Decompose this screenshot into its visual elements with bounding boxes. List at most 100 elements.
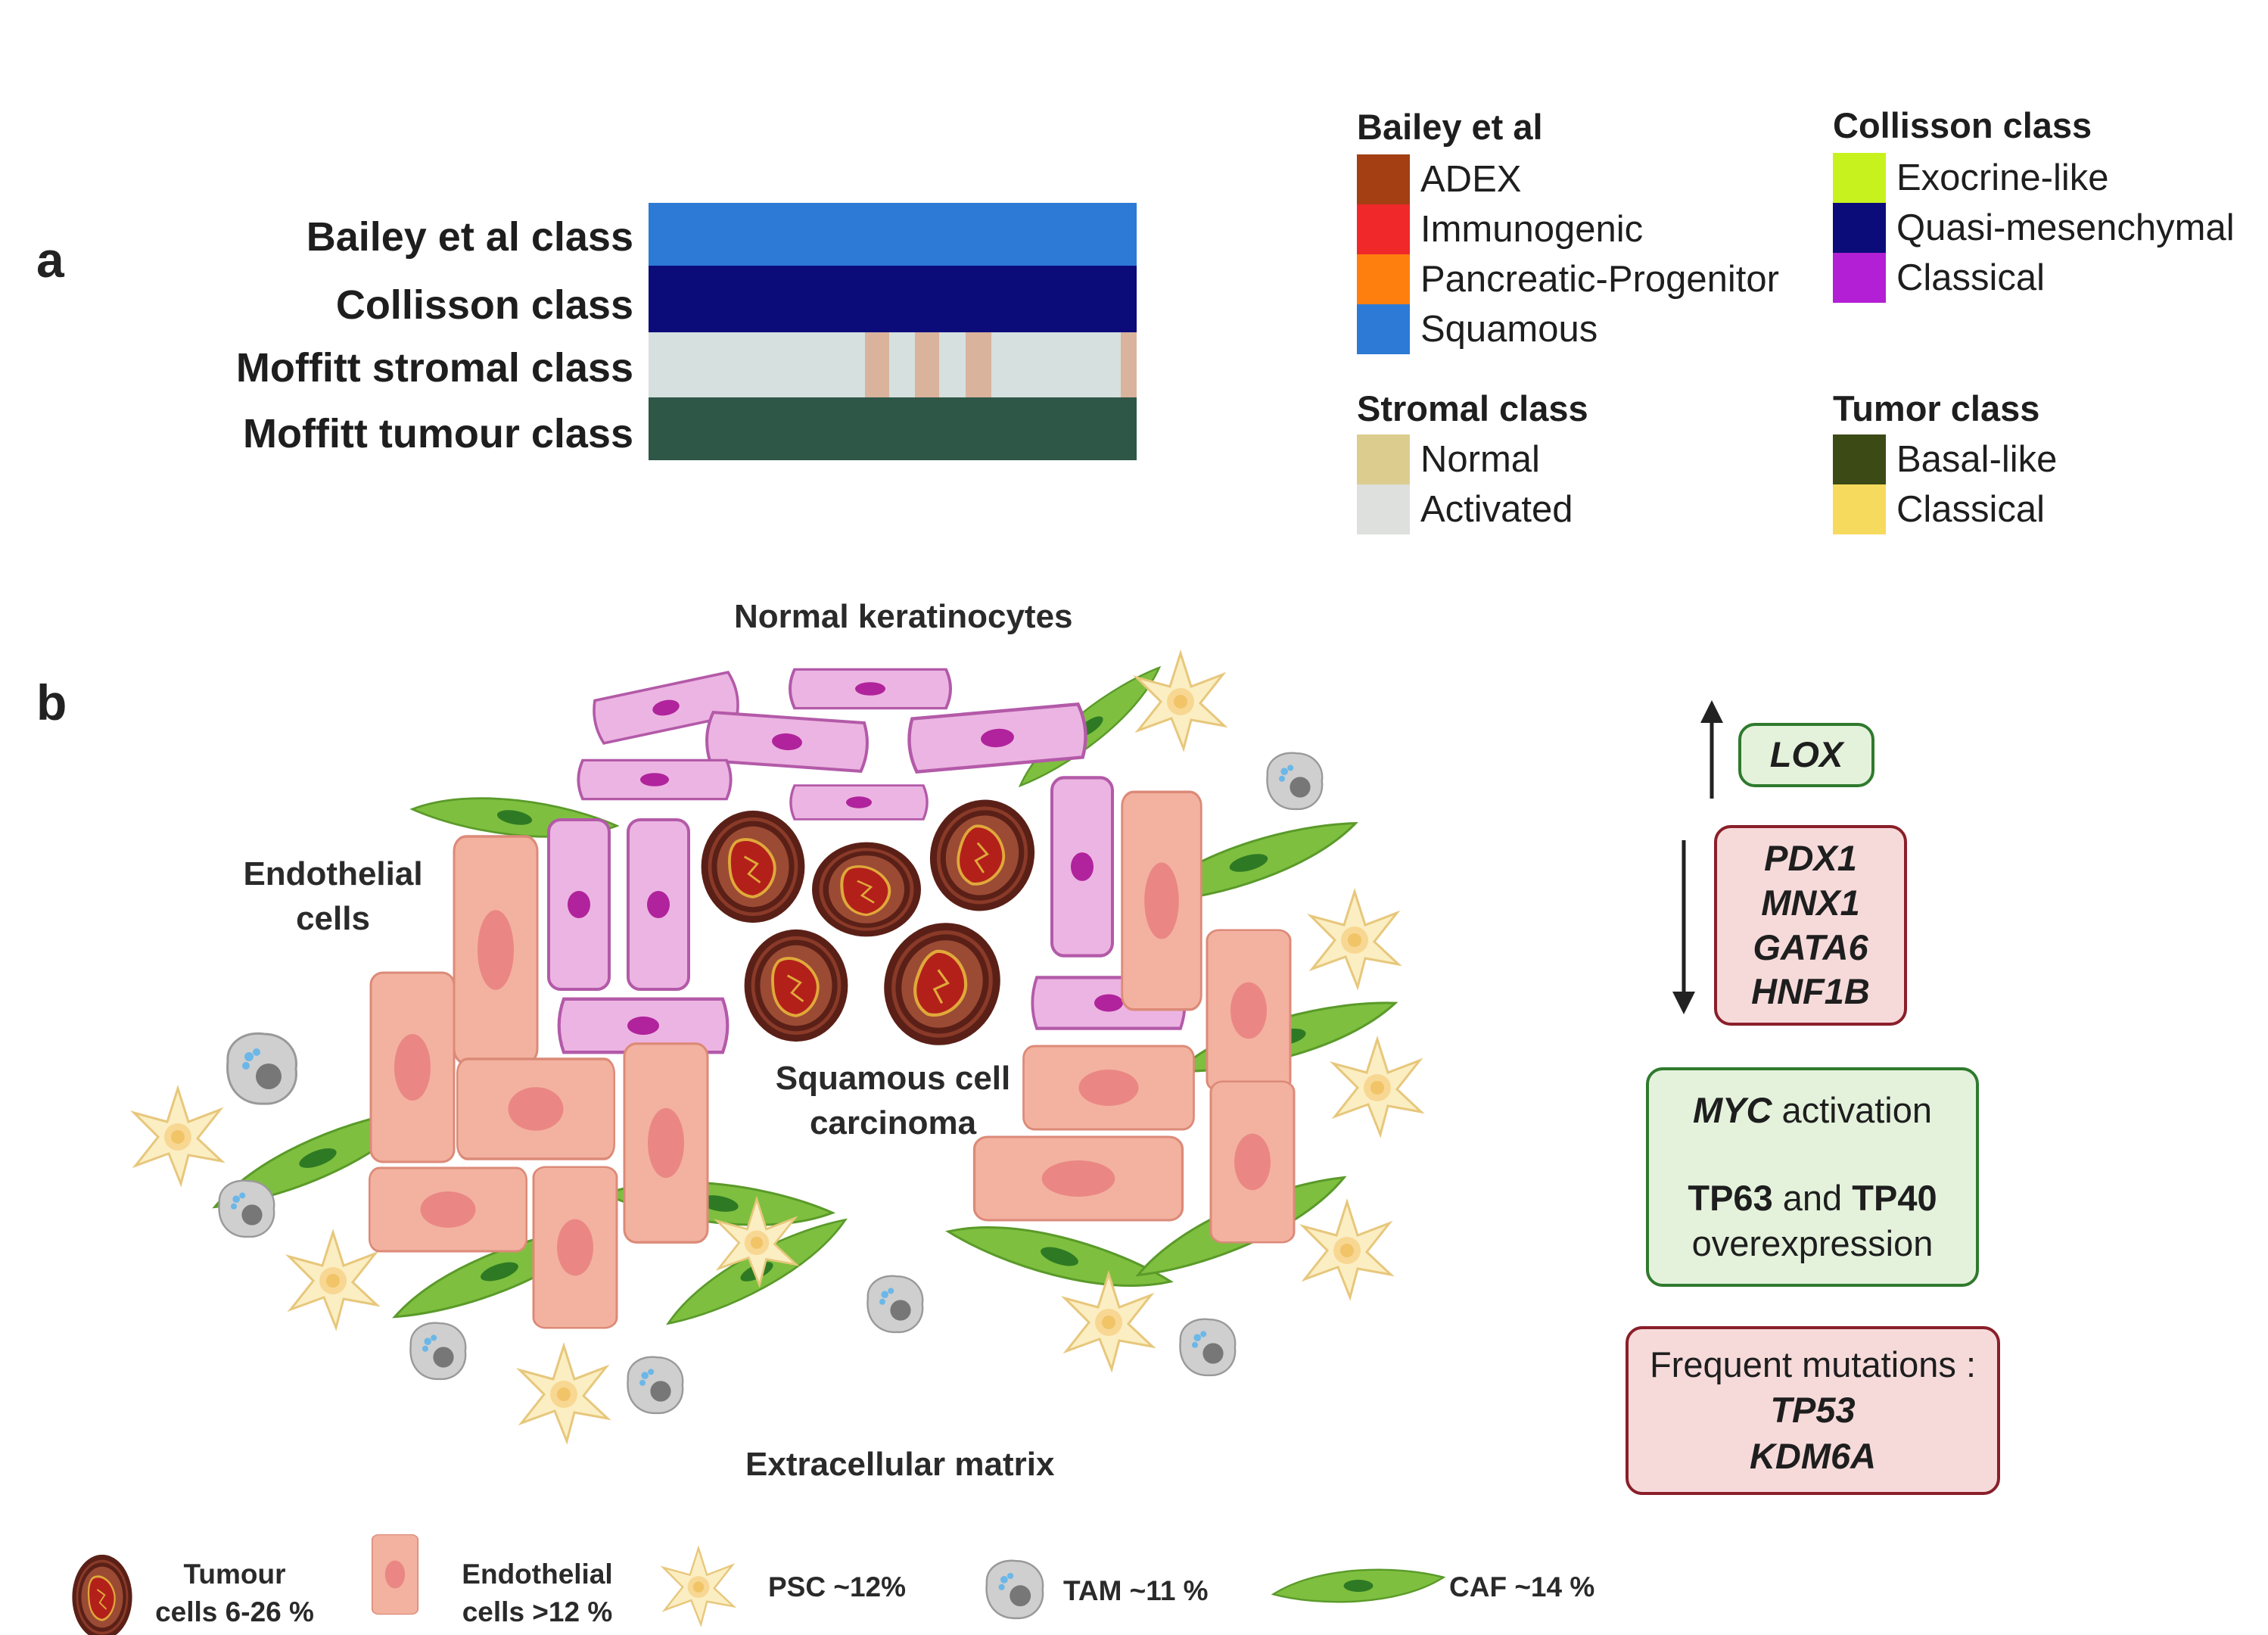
tumour-cell — [812, 842, 921, 937]
track-label-bailey: Bailey et al class — [306, 214, 633, 260]
frequent-mutations-box: Frequent mutations : TP53 KDM6A — [1626, 1326, 2000, 1495]
track-label-moffitt-tumour: Moffitt tumour class — [242, 411, 633, 456]
stromal-normal-stripe — [915, 332, 939, 397]
endothelial-cell — [972, 1135, 1184, 1222]
keratinocyte — [704, 710, 870, 774]
legend-swatch — [1833, 434, 1886, 484]
legend-item: Classical — [1833, 484, 2045, 534]
endothelial-cell-legend-icon — [371, 1534, 419, 1615]
legend-swatch — [1357, 254, 1410, 304]
tumour-cell — [702, 811, 805, 923]
legend-swatch — [1357, 304, 1410, 354]
legend-label: Pancreatic-Progenitor — [1420, 259, 1779, 300]
legend-label: Squamous — [1420, 309, 1598, 350]
label-scc-line1: Squamous cell — [775, 1060, 1011, 1097]
label-endothelial-line2: cells — [296, 900, 370, 938]
legend-label: Exocrine-like — [1896, 157, 2109, 198]
legend-swatch — [1357, 434, 1410, 484]
legend-title-tumor: Tumor class — [1833, 388, 2040, 428]
legend-psc: PSC ~12% — [768, 1571, 907, 1602]
track-label-moffitt-stromal: Moffitt stromal class — [235, 345, 633, 391]
and-word: and — [1782, 1177, 1843, 1218]
legend-endo-line1: Endothelial — [462, 1559, 613, 1590]
endothelial-cell — [456, 1057, 616, 1160]
legend-item: Pancreatic-Progenitor — [1357, 254, 1779, 304]
mutations-title: Frequent mutations : — [1649, 1344, 1977, 1385]
legend-item: Classical — [1833, 253, 2045, 303]
tam-cell — [1179, 1318, 1237, 1377]
keratinocyte — [1052, 777, 1112, 955]
legend-item: Immunogenic — [1357, 204, 1643, 254]
track-label-collisson: Collisson class — [335, 282, 633, 328]
down-arrow — [1672, 840, 1695, 1014]
label-endothelial-cells: Endothelial cells — [238, 852, 428, 942]
tumour-cell-legend-icon — [70, 1553, 134, 1635]
stromal-normal-stripe — [1121, 332, 1137, 397]
legend-swatch — [1833, 484, 1886, 534]
tam-cell — [627, 1356, 684, 1415]
tumour-cell — [745, 930, 848, 1042]
legend-swatch — [1833, 203, 1886, 253]
panel-a-letter: a — [36, 232, 64, 288]
label-squamous-cell-carcinoma: Squamous cell carcinoma — [764, 1056, 1022, 1146]
keratinocyte — [547, 818, 611, 991]
classification-heatmap — [649, 203, 1137, 460]
legend-tumour-line1: Tumour — [183, 1559, 286, 1590]
label-endothelial-line1: Endothelial — [243, 855, 423, 892]
activation-word: activation — [1781, 1089, 1933, 1130]
legend-tam: TAM ~11 % — [1063, 1575, 1209, 1606]
legend-swatch — [1357, 204, 1410, 254]
legend-endo-line2: cells >12 % — [462, 1596, 613, 1627]
psc-cell — [288, 1231, 378, 1329]
panel-b-letter: b — [36, 674, 67, 730]
tam-cell — [226, 1032, 298, 1105]
legend-item: Activated — [1357, 484, 1573, 534]
legend-tumour-cells: Tumour cells 6-26 % — [151, 1556, 318, 1631]
track-bar-collisson — [649, 266, 1137, 332]
stromal-normal-stripe — [966, 332, 991, 397]
legend-label: Normal — [1420, 439, 1540, 480]
legend-item: Quasi-mesenchymal — [1833, 203, 2235, 253]
psc-cell — [1063, 1272, 1154, 1371]
legend-caf: CAF ~14 % — [1449, 1571, 1595, 1602]
endothelial-cell — [368, 1166, 528, 1253]
psc-legend-icon — [662, 1547, 735, 1626]
endothelial-cell — [1121, 790, 1202, 1011]
endothelial-cell — [532, 1166, 618, 1329]
psc-cell — [518, 1344, 609, 1443]
gene-kdm6a: KDM6A — [1749, 1435, 1877, 1476]
psc-cell — [1332, 1038, 1423, 1136]
keratinocyte — [789, 783, 929, 821]
endothelial-cell — [1022, 1045, 1195, 1131]
legend-swatch — [1357, 154, 1410, 204]
stromal-normal-stripe — [865, 332, 889, 397]
downregulated-genes-box: PDX1 MNX1 GATA6 HNF1B — [1714, 825, 1907, 1026]
tp63-tp40-line: TP63 and TP40 — [1688, 1176, 1937, 1221]
up-arrow — [1700, 700, 1723, 799]
gene-gata6: GATA6 — [1753, 926, 1868, 967]
gene-tp40: TP40 — [1852, 1177, 1937, 1218]
legend-label: Activated — [1420, 489, 1573, 530]
endothelial-cell — [1206, 929, 1292, 1092]
gene-mnx1: MNX1 — [1761, 882, 1860, 923]
psc-cell — [1135, 652, 1226, 750]
legend-title-bailey: Bailey et al — [1357, 107, 1543, 147]
tam-cell — [218, 1179, 275, 1238]
label-scc-line2: carcinoma — [809, 1104, 977, 1142]
myc-activation-box: MYC activation TP63 and TP40 overexpress… — [1646, 1067, 1979, 1287]
gene-myc: MYC — [1692, 1089, 1772, 1130]
tam-cell — [866, 1275, 924, 1334]
overexpression-word: overexpression — [1691, 1223, 1934, 1264]
legend-item: Basal-like — [1833, 434, 2057, 484]
legend-endothelial-cells: Endothelial cells >12 % — [454, 1556, 621, 1631]
tam-cell — [1266, 752, 1324, 811]
label-extracellular-matrix: Extracellular matrix — [745, 1446, 1055, 1483]
track-bar-moffitt-tumour — [649, 397, 1137, 460]
gene-tp53: TP53 — [1770, 1390, 1856, 1431]
label-normal-keratinocytes: Normal keratinocytes — [734, 598, 1073, 635]
endothelial-cell — [453, 835, 539, 1065]
endothelial-cell — [623, 1042, 709, 1244]
keratinocyte — [577, 758, 733, 801]
keratinocyte — [627, 818, 690, 991]
